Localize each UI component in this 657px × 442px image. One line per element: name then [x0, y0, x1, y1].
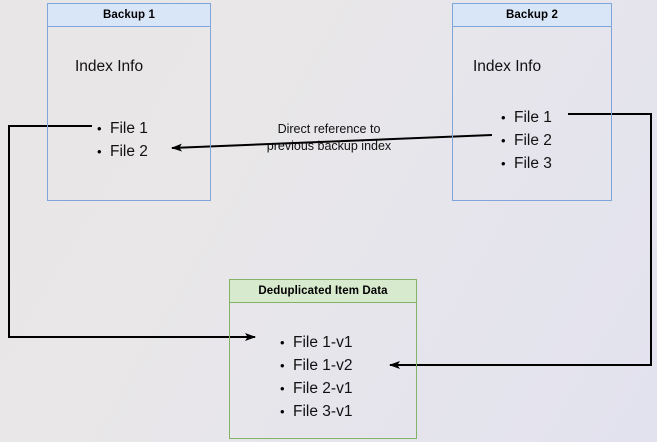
- node-backup-2-body: Index Info File 1 File 2 File 3: [453, 27, 611, 200]
- backup-2-file-list: File 1 File 2 File 3: [501, 106, 552, 175]
- edge-label-line-1: Direct reference to: [277, 122, 381, 136]
- node-dedup-body: File 1-v1 File 1-v2 File 2-v1 File 3-v1: [230, 303, 416, 438]
- node-backup-1-header: Backup 1: [48, 4, 210, 27]
- node-deduplicated-item-data[interactable]: Deduplicated Item Data File 1-v1 File 1-…: [229, 279, 417, 439]
- dedup-file-list: File 1-v1 File 1-v2 File 2-v1 File 3-v1: [280, 331, 352, 423]
- connector-backup2-to-dedup: [389, 113, 652, 369]
- list-item[interactable]: File 2-v1: [280, 377, 352, 400]
- connector-backup1-to-dedup: [8, 125, 256, 341]
- list-item[interactable]: File 1: [501, 106, 552, 129]
- node-backup-2[interactable]: Backup 2 Index Info File 1 File 2 File 3: [452, 3, 612, 201]
- list-item[interactable]: File 3: [501, 152, 552, 175]
- node-backup-1[interactable]: Backup 1 Index Info File 1 File 2: [47, 3, 211, 201]
- backup-1-file-list: File 1 File 2: [97, 117, 148, 163]
- node-dedup-header: Deduplicated Item Data: [230, 280, 416, 303]
- node-backup-2-header: Backup 2: [453, 4, 611, 27]
- connector-backup2-to-backup1: [171, 134, 493, 152]
- list-item[interactable]: File 2: [97, 140, 148, 163]
- list-item[interactable]: File 1: [97, 117, 148, 140]
- list-item[interactable]: File 1-v2: [280, 354, 352, 377]
- node-backup-1-body: Index Info File 1 File 2: [48, 27, 210, 200]
- backup-2-index-info-label: Index Info: [473, 58, 542, 75]
- list-item[interactable]: File 1-v1: [280, 331, 352, 354]
- edge-label-direct-reference: Direct reference to previous backup inde…: [249, 121, 409, 155]
- list-item[interactable]: File 2: [501, 129, 552, 152]
- backup-1-index-info-label: Index Info: [75, 58, 144, 75]
- edge-label-line-2: previous backup index: [266, 139, 392, 153]
- list-item[interactable]: File 3-v1: [280, 400, 352, 423]
